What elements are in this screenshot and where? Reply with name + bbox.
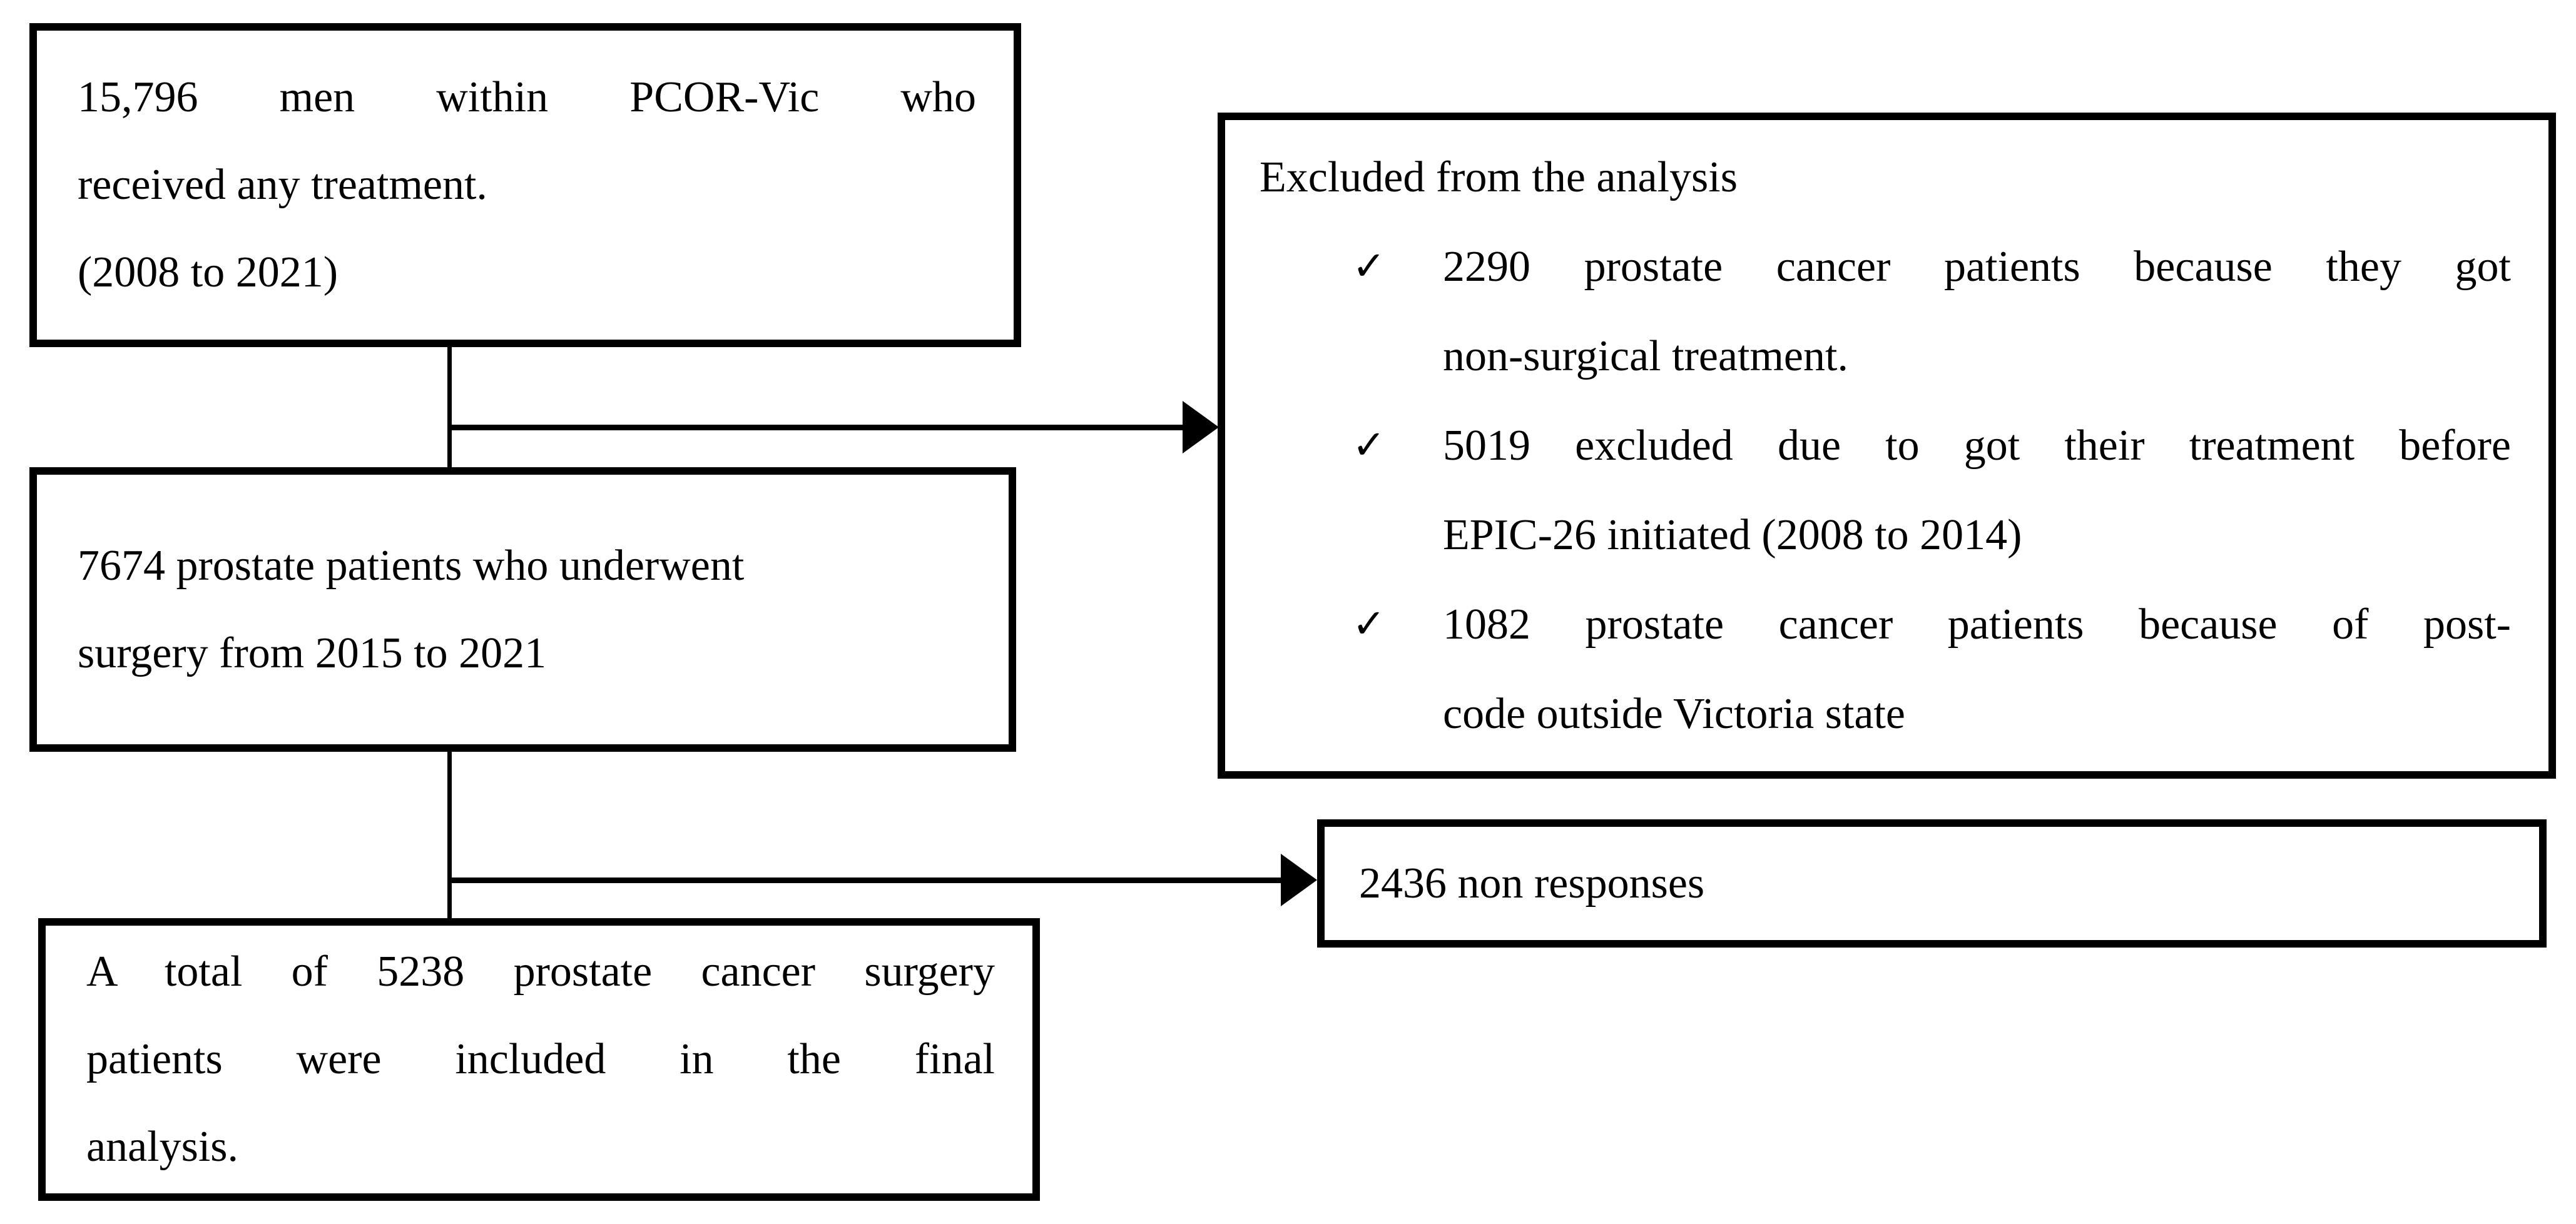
- excluded-item-pre-epic-line2: EPIC-26 initiated (2008 to 2014): [1443, 511, 2022, 559]
- box-final-analysis: A total of 5238 prostate cancer surgery …: [38, 918, 1040, 1201]
- box-final-analysis-line2: patients were included in the final: [86, 1035, 995, 1083]
- connector-to-non-responses: [449, 878, 1283, 883]
- box-surgery-cohort-line1: 7674 prostate patients who underwent: [78, 541, 745, 590]
- excluded-item-nonsurgical-line1: 2290 prostate cancer patients because th…: [1443, 243, 2511, 291]
- excluded-item-postcode: ✓ 1082 prostate cancer patients because …: [1260, 580, 2511, 759]
- box-total-treated-line3: (2008 to 2021): [78, 248, 339, 296]
- checkmark-icon: ✓: [1352, 243, 1386, 290]
- checkmark-icon: ✓: [1352, 601, 1386, 647]
- box-non-responses: 2436 non responses: [1317, 819, 2547, 948]
- connector-box2-to-box3: [447, 752, 452, 921]
- checkmark-icon: ✓: [1352, 422, 1386, 468]
- box-excluded-title: Excluded from the analysis: [1260, 153, 1738, 201]
- connector-box1-to-box2: [447, 347, 452, 470]
- box-non-responses-text: 2436 non responses: [1359, 859, 1705, 908]
- excluded-item-pre-epic: ✓ 5019 excluded due to got their treatme…: [1260, 401, 2511, 580]
- box-total-treated-line1: 15,796 men within PCOR-Vic who: [78, 73, 976, 121]
- excluded-item-postcode-line2: code outside Victoria state: [1443, 690, 1905, 738]
- connector-to-excluded: [449, 425, 1184, 430]
- arrowhead-right-icon: [1183, 401, 1219, 453]
- box-total-treated-line2: received any treatment.: [78, 161, 487, 209]
- box-total-treated: 15,796 men within PCOR-Vic who received …: [29, 23, 1021, 347]
- box-final-analysis-line1: A total of 5238 prostate cancer surgery: [86, 948, 995, 996]
- arrowhead-right-icon: [1281, 854, 1317, 906]
- excluded-item-nonsurgical: ✓ 2290 prostate cancer patients because …: [1260, 222, 2511, 401]
- excluded-item-pre-epic-line1: 5019 excluded due to got their treatment…: [1443, 422, 2511, 470]
- box-surgery-cohort: 7674 prostate patients who underwent sur…: [29, 467, 1016, 752]
- box-excluded: Excluded from the analysis ✓ 2290 prosta…: [1218, 113, 2556, 779]
- excluded-item-postcode-line1: 1082 prostate cancer patients because of…: [1443, 600, 2511, 649]
- box-final-analysis-line3: analysis.: [86, 1123, 239, 1171]
- excluded-item-nonsurgical-line2: non-surgical treatment.: [1443, 332, 1848, 380]
- box-surgery-cohort-line2: surgery from 2015 to 2021: [78, 629, 547, 677]
